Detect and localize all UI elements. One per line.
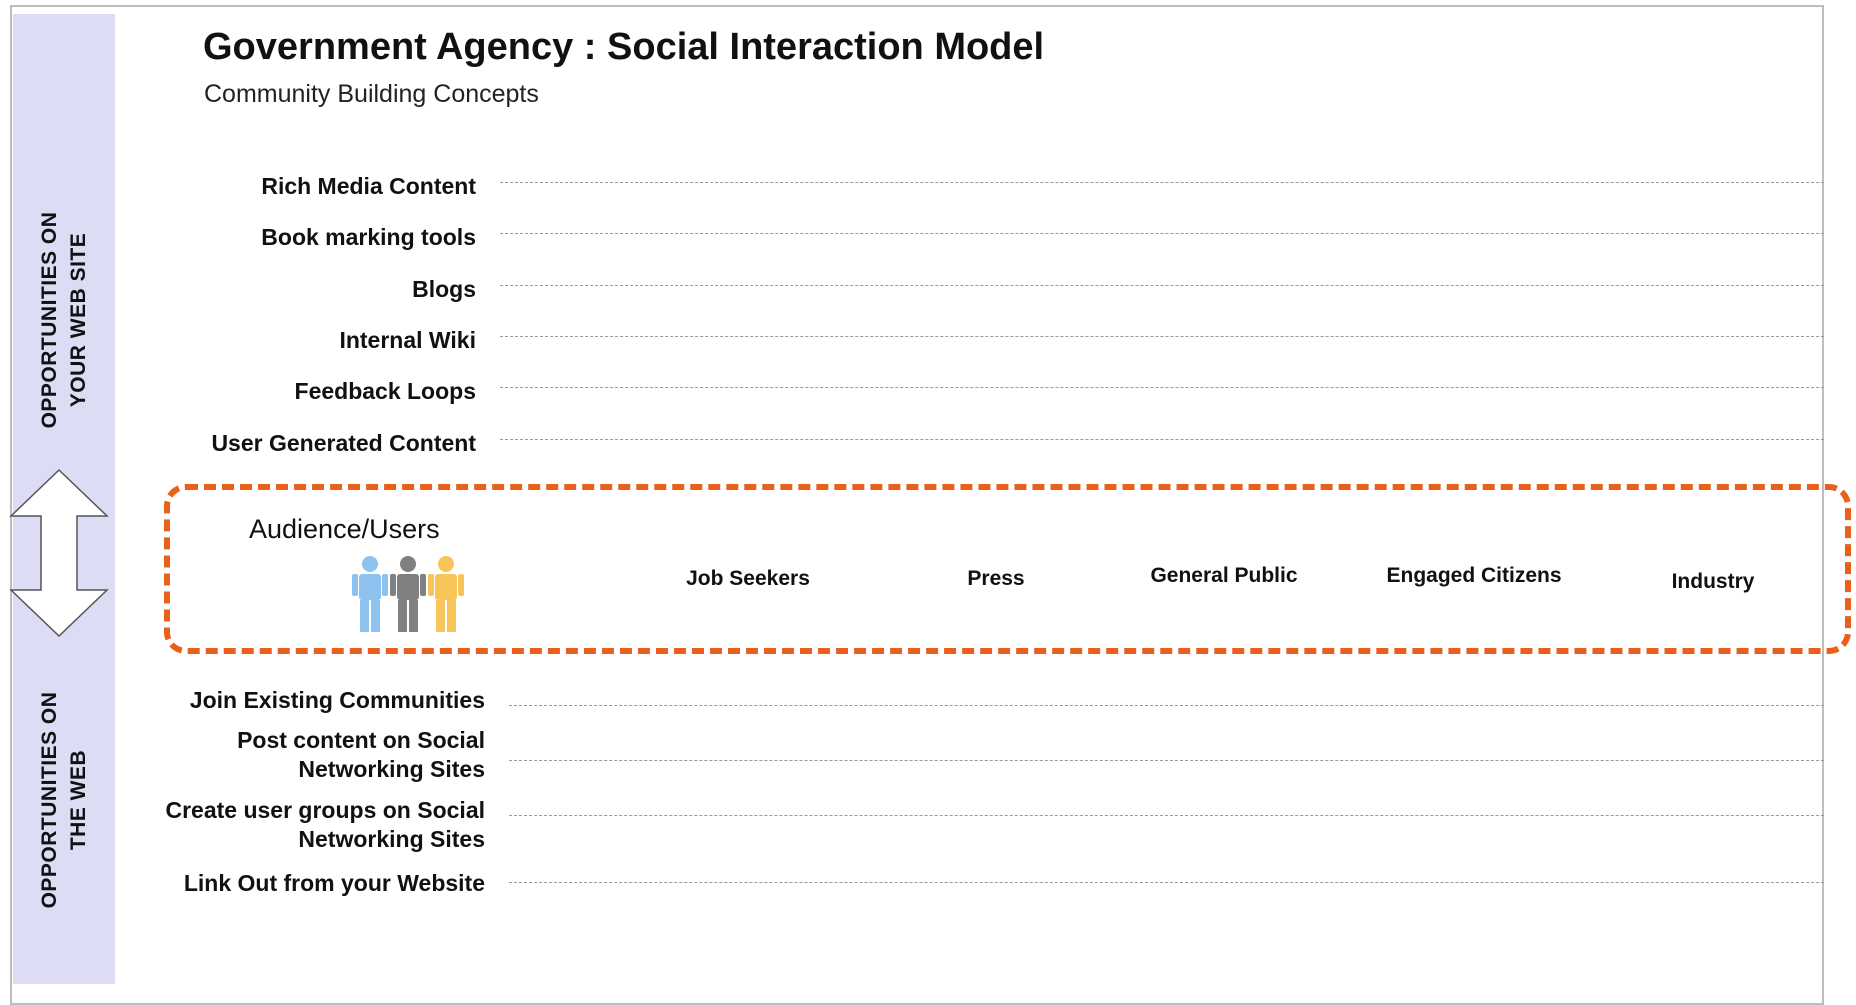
- audience-box: [164, 484, 1851, 654]
- website-opportunity-label: Book marking tools: [261, 224, 476, 250]
- web-opportunity-label-line: Join Existing Communities: [189, 687, 485, 713]
- web-opportunity-label-line: Link Out from your Website: [183, 870, 485, 896]
- web-opportunity-label: Link Out from your Website: [184, 869, 485, 898]
- audience-group-label: Industry: [1671, 570, 1755, 593]
- web-opportunity-line: [509, 815, 1824, 816]
- people-group-icon: [352, 556, 464, 632]
- page-subtitle: Community Building Concepts: [204, 80, 539, 108]
- website-opportunity-line: [500, 233, 1824, 234]
- page-title: Government Agency : Social Interaction M…: [203, 26, 1045, 68]
- website-opportunity-label: Feedback Loops: [294, 378, 476, 404]
- web-opportunity-line: [509, 705, 1824, 706]
- website-opportunity-line: [500, 336, 1824, 337]
- website-opportunity-line: [500, 387, 1824, 388]
- audience-group-label: Engaged Citizens: [1386, 564, 1562, 587]
- audience-group-label: Job Seekers: [686, 567, 810, 590]
- website-opportunity-label: Blogs: [412, 276, 476, 302]
- sidebar-label-website: OPPORTUNITIES ON YOUR WEB SITE: [35, 212, 93, 429]
- sidebar-label-web: OPPORTUNITIES ON THE WEB: [35, 692, 93, 909]
- website-opportunity-label: Internal Wiki: [339, 327, 476, 353]
- website-opportunity-label: User Generated Content: [211, 430, 476, 456]
- website-opportunity-line: [500, 285, 1824, 286]
- web-opportunity-label: Join Existing Communities: [190, 686, 485, 715]
- web-opportunity-label-line: Networking Sites: [298, 756, 485, 782]
- website-opportunity-label: Rich Media Content: [261, 173, 476, 199]
- sidebar-label-website-line1: OPPORTUNITIES ON: [38, 211, 61, 429]
- audience-group-label: General Public: [1150, 564, 1298, 587]
- double-arrow-icon: [9, 468, 109, 638]
- web-opportunity-label-line: Post content on Social: [237, 727, 485, 753]
- sidebar-label-website-line2: YOUR WEB SITE: [67, 232, 90, 408]
- audience-title: Audience/Users: [249, 514, 440, 544]
- audience-group-label: Press: [967, 567, 1025, 590]
- website-opportunity-line: [500, 439, 1824, 440]
- web-opportunity-line: [509, 760, 1824, 761]
- sidebar-label-web-line1: OPPORTUNITIES ON: [38, 691, 61, 909]
- web-opportunity-label-line: Create user groups on Social: [165, 797, 485, 823]
- web-opportunity-label-line: Networking Sites: [298, 826, 485, 852]
- sidebar-label-web-line2: THE WEB: [67, 749, 90, 851]
- website-opportunity-line: [500, 182, 1824, 183]
- web-opportunity-line: [509, 882, 1824, 883]
